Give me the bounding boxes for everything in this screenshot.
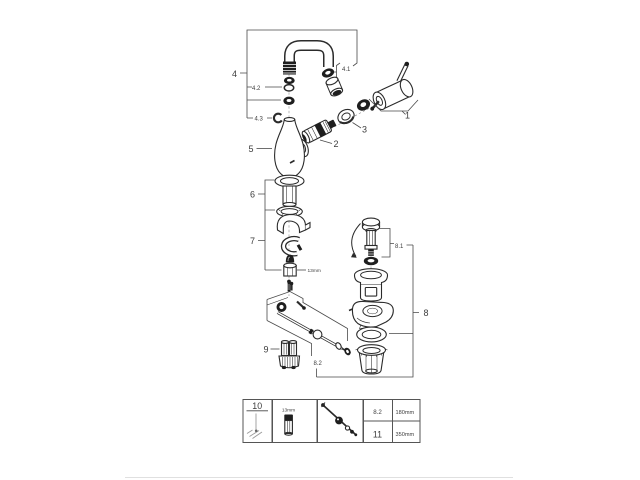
cartridge-drawing: 2	[301, 119, 339, 149]
spout-drawing	[272, 40, 344, 124]
escutcheon-oring-drawing	[356, 99, 371, 111]
drain-oring	[356, 326, 387, 343]
callout-6-label: 6	[250, 190, 255, 200]
legend-table: 10 13mm 8.2 180mm 11 350mm	[242, 399, 421, 443]
clamp-parts-drawing: 13mm	[276, 213, 321, 277]
mounting-tool-drawing	[246, 413, 263, 439]
callout-4-2-label: 4.2	[252, 86, 261, 92]
legend-row1-ref: 8.2	[373, 409, 382, 416]
legend-tool-ref: 10	[252, 401, 262, 411]
callout-bracket-6-7: 6 7	[250, 179, 282, 271]
legend-row1-length: 180mm	[396, 410, 415, 416]
nut-size-label: 13mm	[308, 268, 321, 274]
callout-8-1-label: 8.1	[395, 244, 404, 250]
popup-knob-drawing: 8.1	[351, 217, 413, 266]
spout-oring	[283, 83, 295, 92]
legend-row2-length: 350mm	[396, 432, 415, 438]
socket-drawing	[284, 414, 293, 436]
legend-row2-ref: 11	[373, 430, 382, 440]
callout-9-label: 9	[264, 345, 269, 355]
callout-5-label: 5	[249, 144, 254, 154]
callout-8-label: 8	[424, 308, 429, 318]
rod-drawing	[321, 402, 358, 437]
fixing-screw-drawing	[287, 279, 291, 292]
callout-1-label: 1	[405, 111, 410, 121]
rotation-arrow	[351, 223, 361, 257]
body-drawing: 5	[249, 117, 309, 179]
callout-7-label: 7	[250, 236, 255, 246]
handle-drawing: 1	[368, 61, 419, 121]
retaining-ring-drawing: 3	[337, 108, 367, 135]
mounting-shaft-drawing	[274, 174, 305, 218]
lever-rod-drawing: 8.2	[266, 281, 351, 377]
drain-assembly-drawing: 8	[316, 245, 429, 378]
callout-2-label: 2	[334, 139, 339, 149]
retaining-clip	[272, 112, 283, 124]
callout-3-label: 3	[362, 125, 367, 135]
callout-4-3-label: 4.3	[255, 117, 264, 123]
check-valve-drawing: 9	[264, 340, 301, 370]
aerator	[325, 76, 344, 97]
callout-4-label: 4	[232, 69, 237, 79]
callout-4-1-label: 4.1	[342, 67, 351, 73]
callout-8-2-label: 8.2	[314, 361, 323, 367]
legend-socket-size: 13mm	[282, 408, 295, 414]
